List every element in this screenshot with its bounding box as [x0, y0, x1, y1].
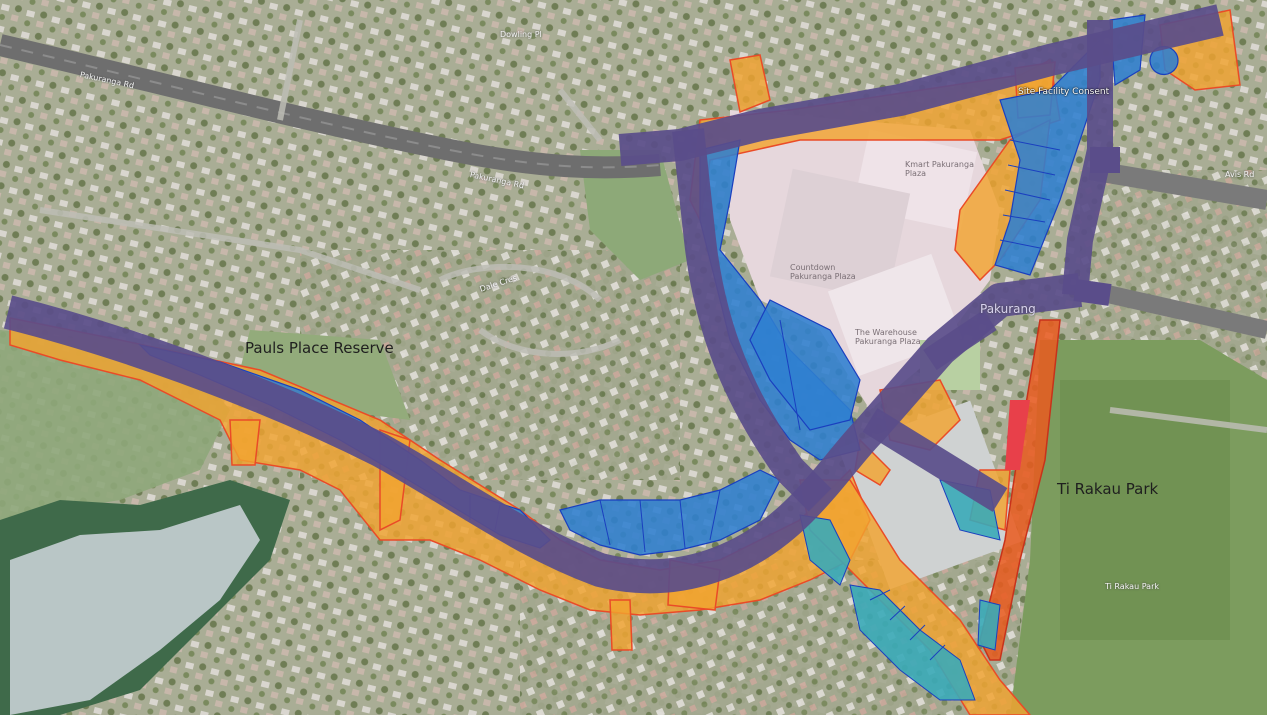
map-canvas[interactable]: Pauls Place Reserve Ti Rakau Park Site F… [0, 0, 1267, 715]
aerial-map [0, 0, 1267, 715]
